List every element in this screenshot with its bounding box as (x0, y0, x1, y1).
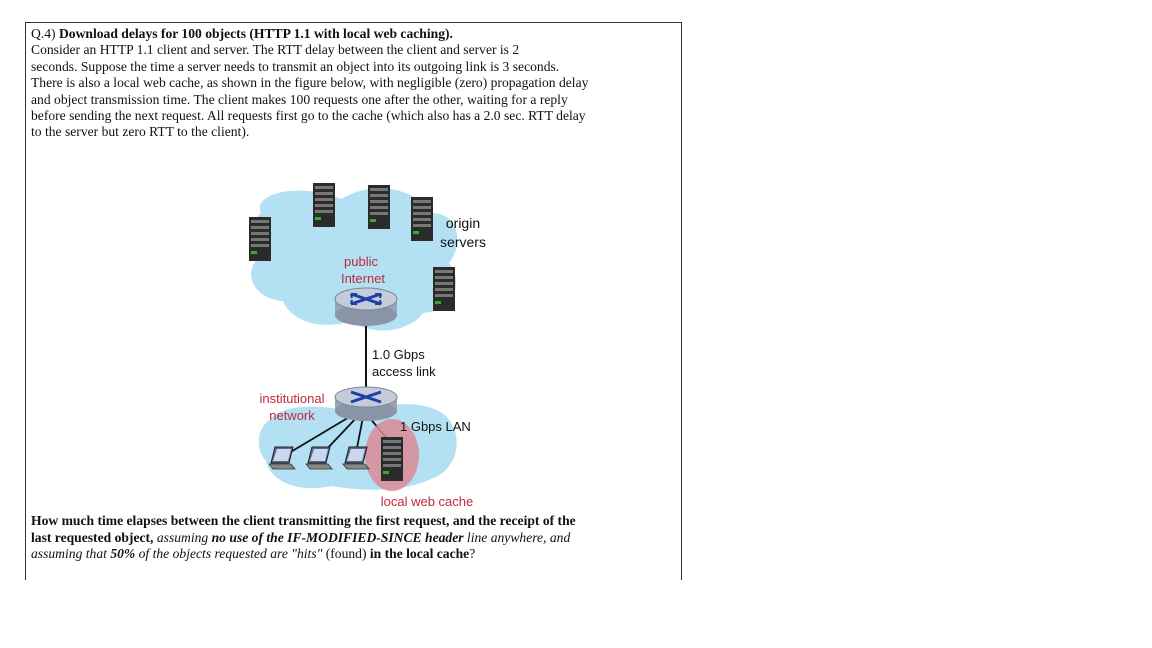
question-text: Q.4) Download delays for 100 objects (HT… (31, 26, 677, 141)
question-title: Download delays for 100 objects (HTTP 1.… (58, 26, 453, 41)
final-question-line: How much time elapses between the client… (31, 513, 576, 528)
router-icon (334, 386, 398, 421)
final-question-segment: line anywhere, and (463, 529, 571, 545)
cache-label: local web cache (381, 494, 474, 506)
question-line: Consider an HTTP 1.1 client and server. … (31, 42, 520, 58)
server-icon (433, 267, 455, 311)
question-line: before sending the next request. All req… (31, 108, 586, 124)
final-question-segment: last requested object, (31, 529, 154, 545)
cache-server-icon (381, 437, 403, 481)
question-heading: Q.4) Download delays for 100 objects (HT… (31, 26, 677, 42)
server-icon (313, 183, 335, 227)
access-speed-label: 1.0 Gbps (372, 347, 425, 362)
final-question-segment: 50% (110, 546, 136, 562)
router-icon (334, 287, 398, 326)
internet-label: Internet (341, 271, 385, 286)
server-icon (249, 217, 271, 261)
question-line: seconds. Suppose the time a server needs… (31, 58, 560, 74)
network-label: network (269, 408, 315, 423)
final-question-segment: in the local cache (369, 546, 470, 562)
origin-label: origin (446, 215, 480, 231)
question-line: There is also a local web cache, as show… (31, 75, 589, 91)
institutional-label: institutional (259, 391, 324, 406)
laptop-icon (342, 446, 370, 470)
final-question-segment: no use of the IF-MODIFIED-SINCE header (211, 529, 464, 545)
public-label: public (344, 254, 378, 269)
server-icon (411, 197, 433, 241)
server-icon (368, 185, 390, 229)
final-question-segment: ? (469, 546, 476, 562)
servers-label: servers (440, 234, 486, 250)
question-line: and object transmission time. The client… (31, 91, 568, 107)
laptop-icon (305, 446, 333, 470)
network-diagram: origin servers public Internet 1.0 Gbps … (249, 183, 486, 506)
final-question-segment: (found) (322, 546, 370, 562)
final-question-segment: of the objects requested are "hits" (135, 546, 323, 562)
lan-label: 1 Gbps LAN (400, 419, 471, 434)
question-box: Q.4) Download delays for 100 objects (HT… (25, 22, 682, 580)
final-question: How much time elapses between the client… (31, 513, 677, 563)
public-internet-cloud (250, 188, 458, 331)
question-line: to the server but zero RTT to the client… (31, 124, 250, 140)
access-link-label: access link (372, 364, 436, 379)
question-number: Q.4) (31, 26, 56, 41)
final-question-segment: assuming that (31, 546, 111, 562)
laptop-icon (268, 446, 296, 470)
final-question-segment: assuming (153, 529, 212, 545)
